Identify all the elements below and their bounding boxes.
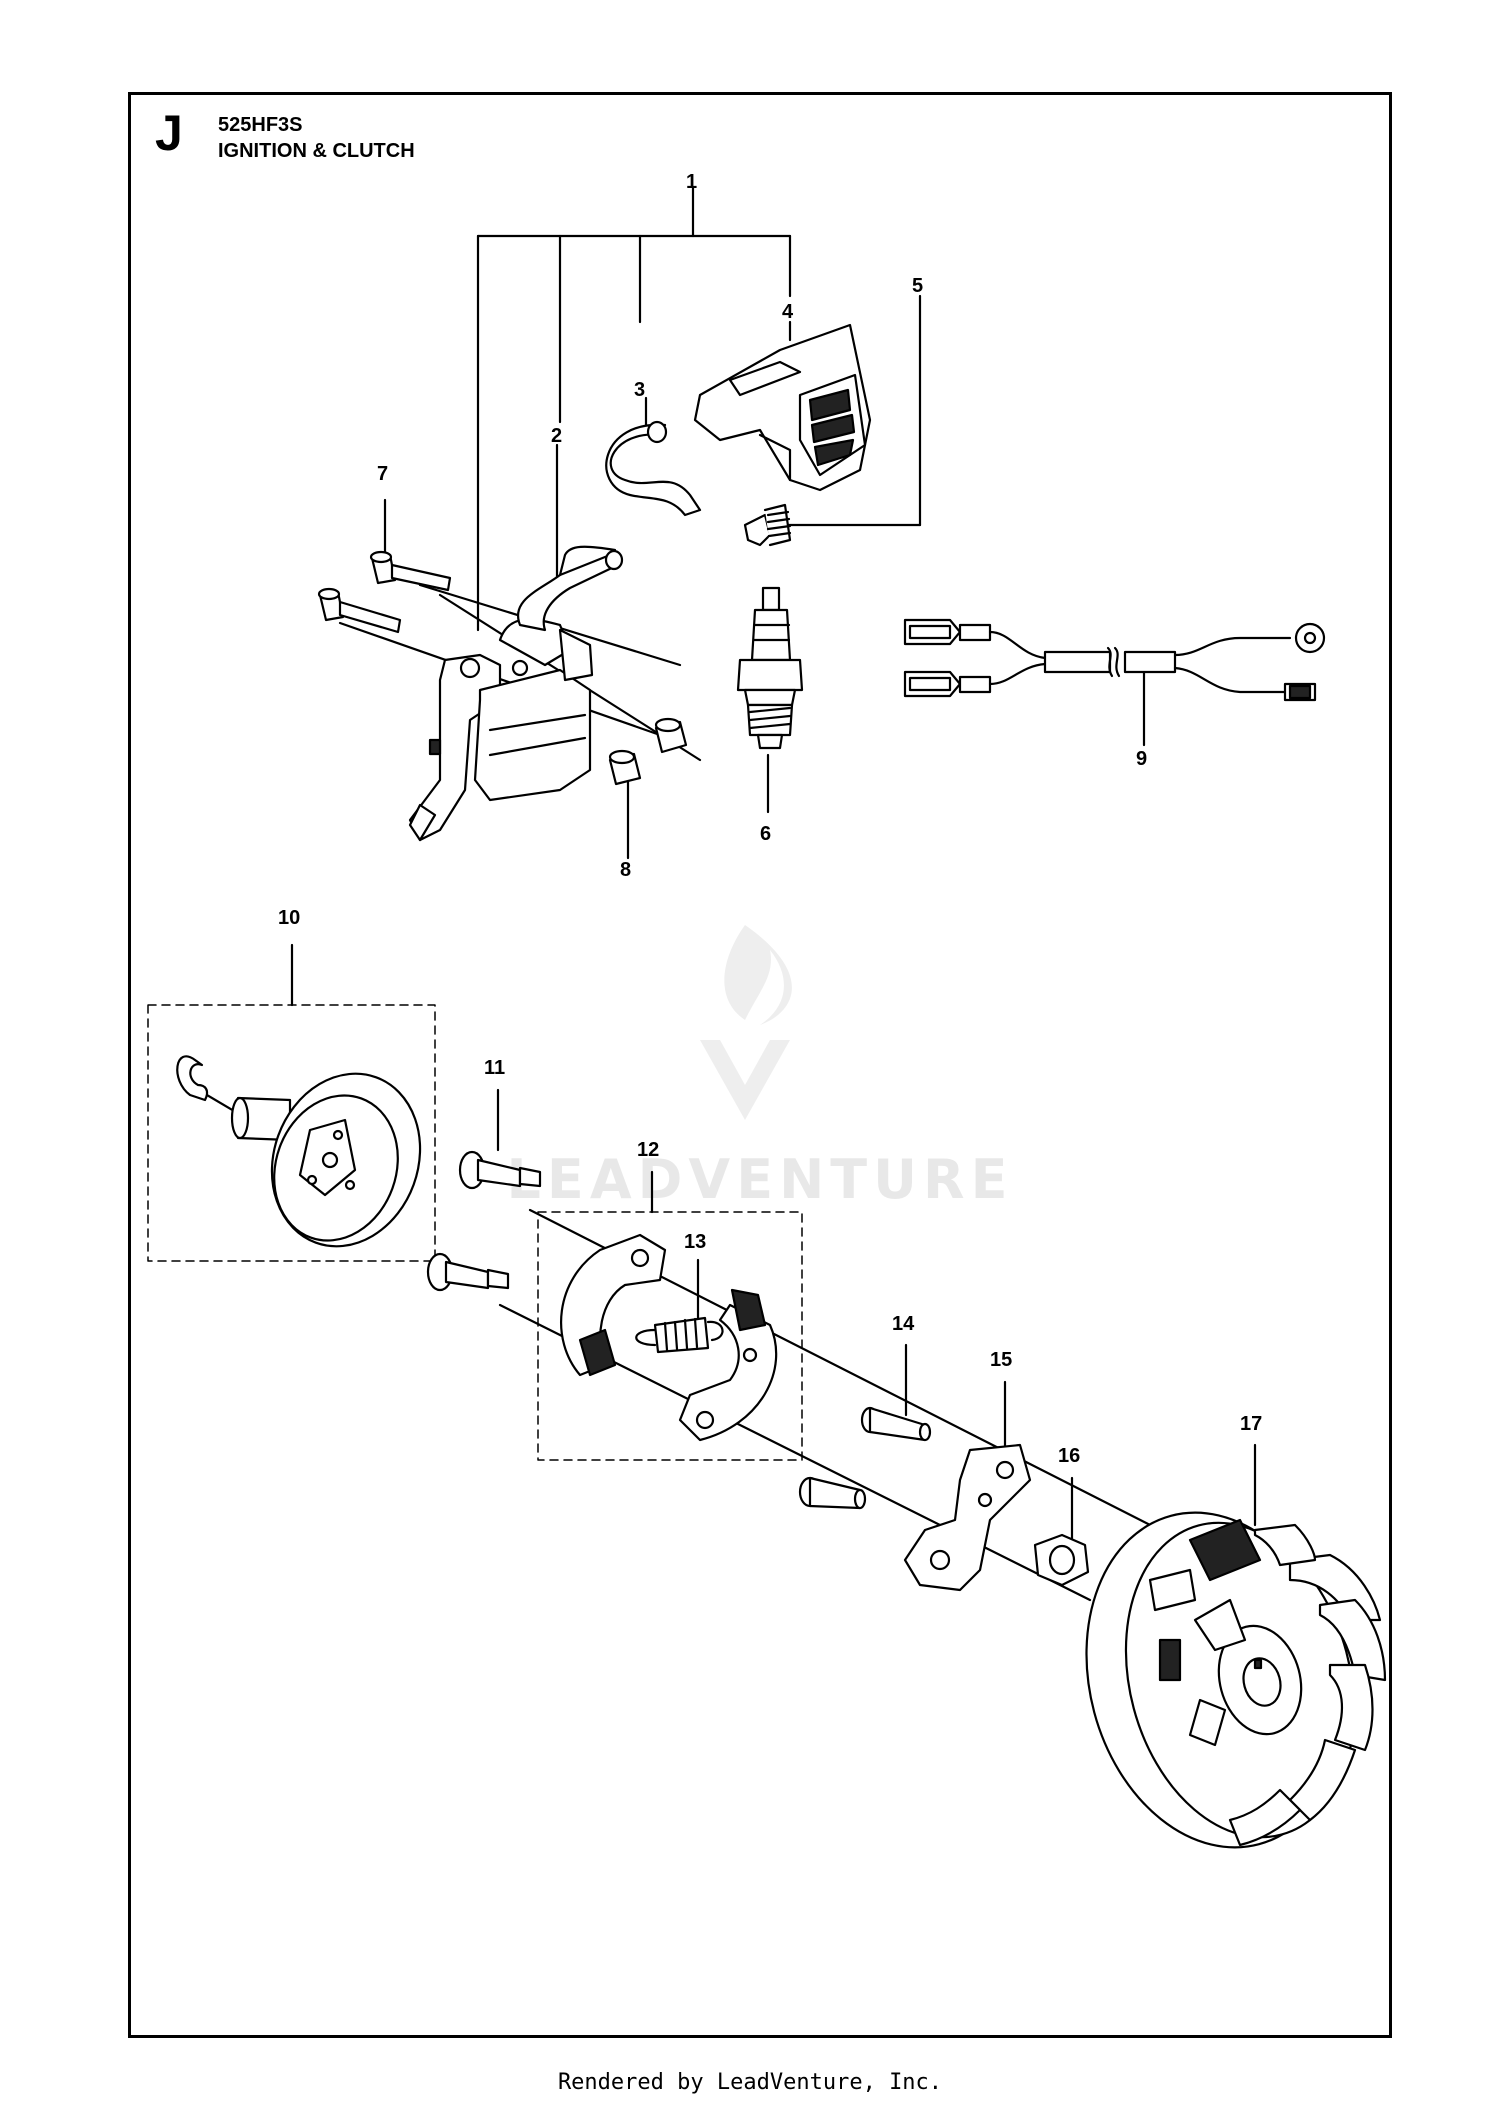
spring-5 <box>743 503 792 547</box>
spacer-8 <box>608 717 688 786</box>
shoulder-bolt-11 <box>426 1150 542 1292</box>
sleeve-14 <box>798 1406 932 1510</box>
clutch-shoes-assembly-12 <box>537 1211 803 1461</box>
wiring-harness-9 <box>903 618 1326 702</box>
callout-14: 14 <box>892 1313 915 1335</box>
section-letter: J <box>155 105 183 161</box>
callout-9: 9 <box>1136 748 1147 770</box>
washer-plate-15 <box>903 1443 1032 1592</box>
lead-tube-3 <box>605 420 702 517</box>
diagram-title: IGNITION & CLUTCH <box>218 140 415 162</box>
footer-credit: Rendered by LeadVenture, Inc. <box>557 2070 943 2095</box>
nut-16 <box>1033 1533 1090 1587</box>
callout-17: 17 <box>1240 1413 1262 1435</box>
callout-labels: 1 2 3 4 5 6 7 8 9 10 11 12 13 14 15 16 1… <box>278 171 1262 1467</box>
callout-8: 8 <box>620 859 631 881</box>
callout-10: 10 <box>278 907 300 929</box>
callout-4: 4 <box>782 301 794 323</box>
ignition-module <box>408 545 624 842</box>
callout-16: 16 <box>1058 1445 1080 1467</box>
spark-plug-6 <box>736 586 804 750</box>
model-number: 525HF3S <box>218 114 303 136</box>
callout-11: 11 <box>484 1057 505 1079</box>
watermark-text: LEADVENTURE <box>506 1148 1014 1211</box>
callout-7: 7 <box>377 463 388 485</box>
screw-7 <box>317 550 452 634</box>
callout-12: 12 <box>637 1139 659 1161</box>
callout-5: 5 <box>912 275 923 297</box>
diagram-frame <box>128 92 1392 2038</box>
callout-2: 2 <box>551 425 562 447</box>
callout-15: 15 <box>990 1349 1012 1371</box>
callout-13: 13 <box>684 1231 706 1253</box>
callout-6: 6 <box>760 823 771 845</box>
clutch-drum-assembly-10 <box>147 1004 436 1262</box>
callout-1: 1 <box>686 171 697 193</box>
clutch-spring-13 <box>635 1316 724 1354</box>
spark-plug-boot <box>693 323 872 492</box>
callout-3: 3 <box>634 379 645 401</box>
flywheel-17 <box>1085 1511 1387 1849</box>
